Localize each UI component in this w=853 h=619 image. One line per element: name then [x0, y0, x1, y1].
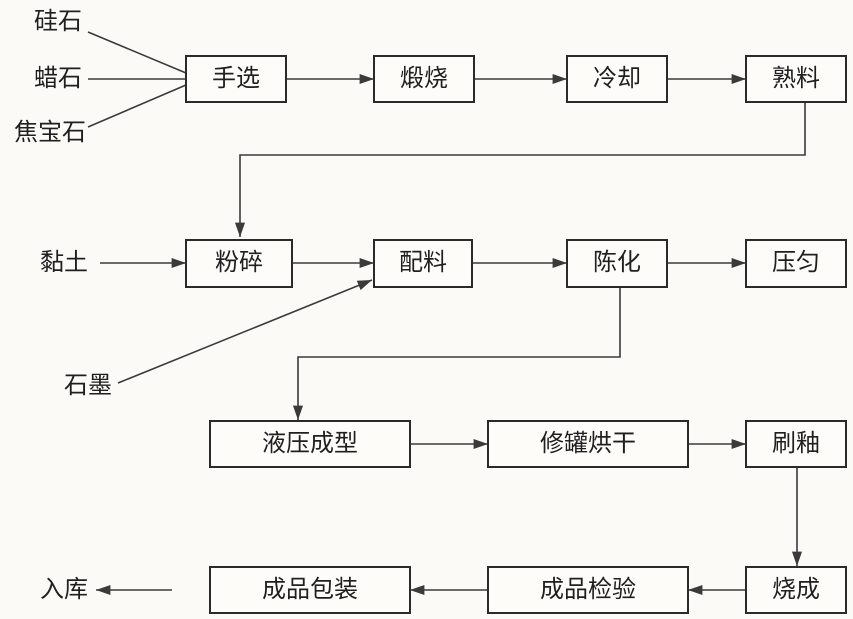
node-label: 压匀 — [772, 248, 820, 276]
node-jianyan: 成品检验 — [487, 566, 689, 614]
edge-jiaobaoshi-shouxuan — [87, 84, 187, 128]
node-xiuguan: 修罐烘干 — [487, 420, 689, 468]
edge-guishi-shouxuan — [87, 31, 187, 74]
node-label: 成品检验 — [540, 575, 636, 603]
node-label: 液压成型 — [262, 429, 358, 457]
node-peiliao: 配料 — [373, 239, 473, 288]
edge-chenhua-yeya — [292, 287, 621, 420]
node-label: 熟料 — [772, 64, 820, 92]
node-shouxuan: 手选 — [185, 55, 287, 103]
label-guishi: 硅石 — [34, 7, 82, 35]
label-niantu: 黏土 — [40, 248, 88, 276]
label-jiaobaoshi: 焦宝石 — [14, 118, 86, 146]
node-lengque: 冷却 — [566, 55, 668, 103]
node-label: 粉碎 — [215, 248, 263, 276]
node-label: 配料 — [399, 248, 447, 276]
node-label: 刷釉 — [772, 429, 820, 457]
node-shuliao: 熟料 — [745, 55, 847, 103]
node-label: 冷却 — [593, 64, 641, 92]
process-boxes: 手选 煅烧 冷却 熟料 粉碎 配料 陈化 压匀 — [185, 55, 847, 614]
label-ruku: 入库 — [40, 575, 88, 603]
input-labels: 硅石 蜡石 焦宝石 黏土 石墨 入库 — [14, 7, 112, 603]
edge-shuliao-fensui — [234, 102, 806, 237]
node-fensui: 粉碎 — [185, 239, 293, 288]
edge-shimo-peiliao — [117, 279, 373, 384]
node-shaocheng: 烧成 — [745, 566, 847, 614]
node-shuayou: 刷釉 — [745, 420, 847, 468]
node-label: 手选 — [212, 64, 260, 92]
node-label: 修罐烘干 — [540, 429, 636, 457]
node-baozhuang: 成品包装 — [209, 566, 411, 614]
node-label: 成品包装 — [262, 575, 358, 603]
node-label: 陈化 — [593, 248, 641, 276]
node-yajun: 压匀 — [745, 239, 847, 288]
edges — [87, 31, 806, 596]
label-shimo: 石墨 — [64, 371, 112, 399]
node-yeya: 液压成型 — [209, 420, 411, 468]
node-label: 煅烧 — [400, 64, 448, 92]
node-chenhua: 陈化 — [566, 239, 668, 288]
label-lashi: 蜡石 — [34, 64, 82, 92]
node-label: 烧成 — [772, 575, 820, 603]
node-duanshao: 煅烧 — [373, 55, 475, 103]
